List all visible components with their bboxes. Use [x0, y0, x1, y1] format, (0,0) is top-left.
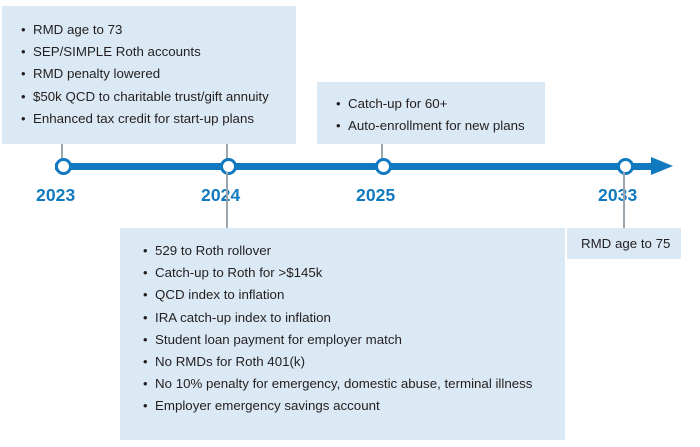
- callout-box-2033: RMD age to 75: [567, 228, 681, 259]
- timeline-node-2024[interactable]: [220, 158, 237, 175]
- callout-2023-list: RMD age to 73 SEP/SIMPLE Roth accounts R…: [20, 19, 296, 130]
- connector-stem-2023: [61, 144, 63, 162]
- timeline-node-2025[interactable]: [375, 158, 392, 175]
- list-item: IRA catch-up index to inflation: [142, 307, 565, 329]
- list-item: RMD age to 73: [20, 19, 296, 41]
- callout-box-2025: Catch-up for 60+ Auto-enrollment for new…: [317, 82, 545, 144]
- list-item: No 10% penalty for emergency, domestic a…: [142, 373, 565, 395]
- connector-stem-2024-lower: [226, 172, 228, 228]
- list-item: SEP/SIMPLE Roth accounts: [20, 41, 296, 63]
- year-label-2033: 2033: [598, 185, 638, 205]
- callout-2025-list: Catch-up for 60+ Auto-enrollment for new…: [335, 93, 545, 138]
- callout-box-2023: RMD age to 73 SEP/SIMPLE Roth accounts R…: [2, 6, 296, 144]
- connector-stem-2025: [381, 144, 383, 162]
- list-item: $50k QCD to charitable trust/gift annuit…: [20, 86, 296, 108]
- list-item: Catch-up to Roth for >$145k: [142, 262, 565, 284]
- callout-box-2024: 529 to Roth rollover Catch-up to Roth fo…: [120, 228, 565, 440]
- year-label-2023: 2023: [36, 185, 76, 205]
- list-item: Student loan payment for employer match: [142, 329, 565, 351]
- list-item: Catch-up for 60+: [335, 93, 545, 115]
- callout-2024-list: 529 to Roth rollover Catch-up to Roth fo…: [142, 240, 565, 418]
- list-item: 529 to Roth rollover: [142, 240, 565, 262]
- timeline-axis: [55, 157, 675, 175]
- arrow-right-icon: [651, 157, 673, 175]
- list-item: Employer emergency savings account: [142, 395, 565, 417]
- timeline-node-2023[interactable]: [55, 158, 72, 175]
- connector-stem-2033: [623, 172, 625, 228]
- year-label-2024: 2024: [201, 185, 241, 205]
- timeline-node-2033[interactable]: [617, 158, 634, 175]
- year-label-2025: 2025: [356, 185, 396, 205]
- connector-stem-2024-upper: [226, 144, 228, 162]
- list-item: RMD penalty lowered: [20, 63, 296, 85]
- callout-2033-text: RMD age to 75: [581, 236, 671, 251]
- list-item: Enhanced tax credit for start-up plans: [20, 108, 296, 130]
- list-item: QCD index to inflation: [142, 284, 565, 306]
- list-item: No RMDs for Roth 401(k): [142, 351, 565, 373]
- timeline-line: [55, 163, 655, 170]
- list-item: Auto-enrollment for new plans: [335, 115, 545, 137]
